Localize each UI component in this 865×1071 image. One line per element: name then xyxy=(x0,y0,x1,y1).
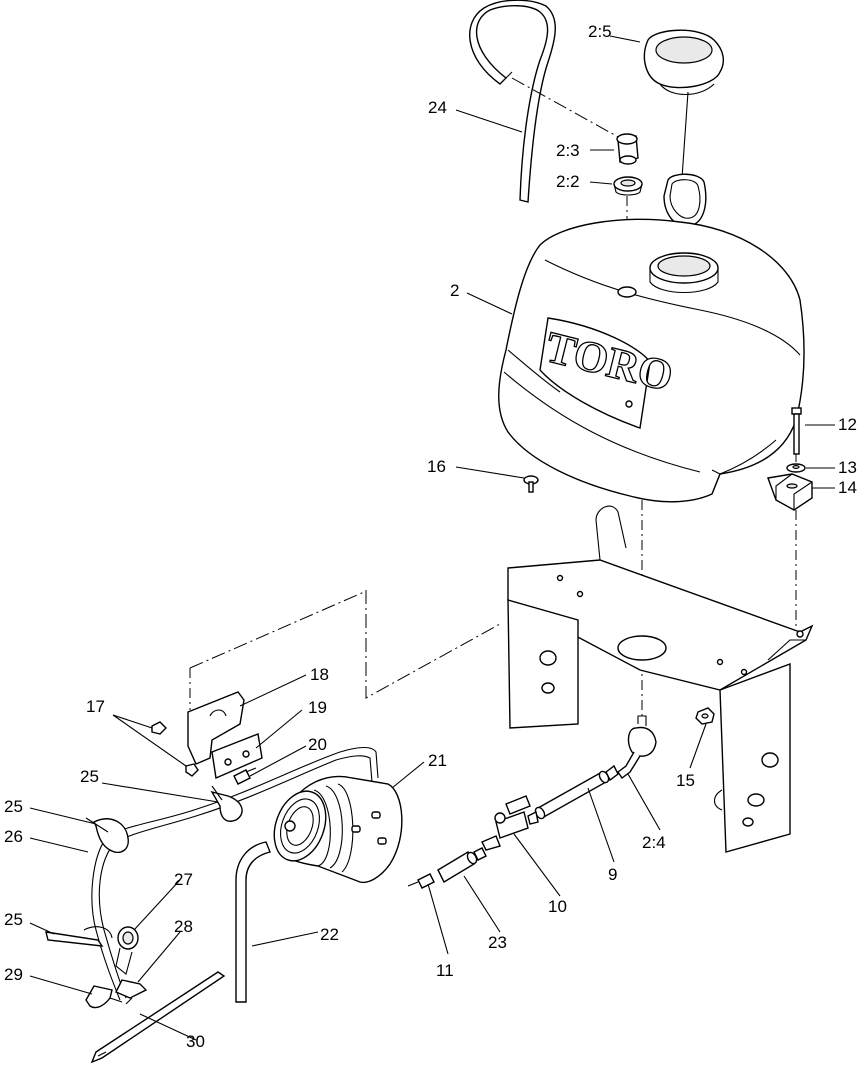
callout-22: 22 xyxy=(320,925,339,944)
leader-dash-24 xyxy=(511,77,621,139)
callout-20: 20 xyxy=(308,735,327,754)
callout-18: 18 xyxy=(310,665,329,684)
callout-11: 11 xyxy=(436,961,454,980)
callout-2-3: 2:3 xyxy=(556,141,580,160)
bolt-part-12 xyxy=(791,407,802,455)
callout-29: 29 xyxy=(4,965,23,984)
rollover-valve-part-27 xyxy=(115,926,139,975)
grommet-part-2-2 xyxy=(613,176,643,196)
fuel-line-part-23 xyxy=(437,847,487,883)
callout-16: 16 xyxy=(427,457,446,476)
screw-part-20 xyxy=(233,767,257,785)
leader-dash-frame-top xyxy=(189,591,365,669)
callout-10: 10 xyxy=(548,897,567,916)
callout-labels: 2:5 24 2:3 2:2 2 12 13 14 16 18 17 19 20… xyxy=(4,22,857,1051)
callout-28: 28 xyxy=(174,917,193,936)
vent-line-part-26 xyxy=(91,746,379,1001)
callout-25-left: 25 xyxy=(4,797,23,816)
callout-23: 23 xyxy=(488,933,507,952)
elbow-part-29 xyxy=(85,985,123,1009)
leader-dash-frame-left xyxy=(365,590,501,699)
outlet-fitting-part-2-4 xyxy=(617,715,657,780)
nut-part-17 xyxy=(151,721,199,777)
callout-15: 15 xyxy=(676,771,695,790)
frame-bracket xyxy=(507,505,814,853)
leader-lines xyxy=(29,35,835,1041)
vent-hose-part-24 xyxy=(469,0,556,203)
cable-tie-part-25-lower xyxy=(45,926,113,947)
fitting-part-28 xyxy=(115,979,148,1005)
callout-27: 27 xyxy=(174,870,193,889)
callout-2-2: 2:2 xyxy=(556,172,580,191)
callout-26: 26 xyxy=(4,827,23,846)
callout-25-lower: 25 xyxy=(4,910,23,929)
callout-2-4: 2:4 xyxy=(642,833,666,852)
charcoal-canister-part-21 xyxy=(273,775,403,884)
hose-clamp-part-11 xyxy=(407,873,435,889)
shutoff-valve-part-10 xyxy=(481,795,531,851)
callout-25-upper: 25 xyxy=(80,767,99,786)
clamp-plate-part-19 xyxy=(211,733,263,780)
cable-tie-part-25-left xyxy=(85,817,129,854)
callout-24: 24 xyxy=(428,98,447,117)
washer-part-13 xyxy=(786,463,806,473)
callout-2-5: 2:5 xyxy=(588,22,612,41)
callout-17: 17 xyxy=(86,697,105,716)
cable-tie-part-30 xyxy=(90,971,226,1064)
mount-bracket-part-18 xyxy=(187,691,245,765)
callout-9: 9 xyxy=(608,865,617,884)
fuel-cap-part-2-5 xyxy=(643,29,725,228)
fuel-tank-part-2: TORO xyxy=(498,218,805,503)
callout-21: 21 xyxy=(428,751,447,770)
callout-19: 19 xyxy=(308,698,327,717)
fuel-line-part-9 xyxy=(527,764,619,825)
callout-30: 30 xyxy=(186,1032,205,1051)
callout-13: 13 xyxy=(838,458,857,477)
tank-bracket-part-14 xyxy=(767,473,813,511)
callout-12: 12 xyxy=(838,415,857,434)
vent-fitting-part-2-3 xyxy=(616,133,639,165)
nut-part-15 xyxy=(695,707,715,725)
canister-hose-part-22 xyxy=(235,841,271,1003)
rivet-part-16 xyxy=(523,475,539,493)
callout-14: 14 xyxy=(838,478,857,497)
cable-tie-part-25-upper xyxy=(210,785,243,822)
callout-2: 2 xyxy=(450,281,459,300)
